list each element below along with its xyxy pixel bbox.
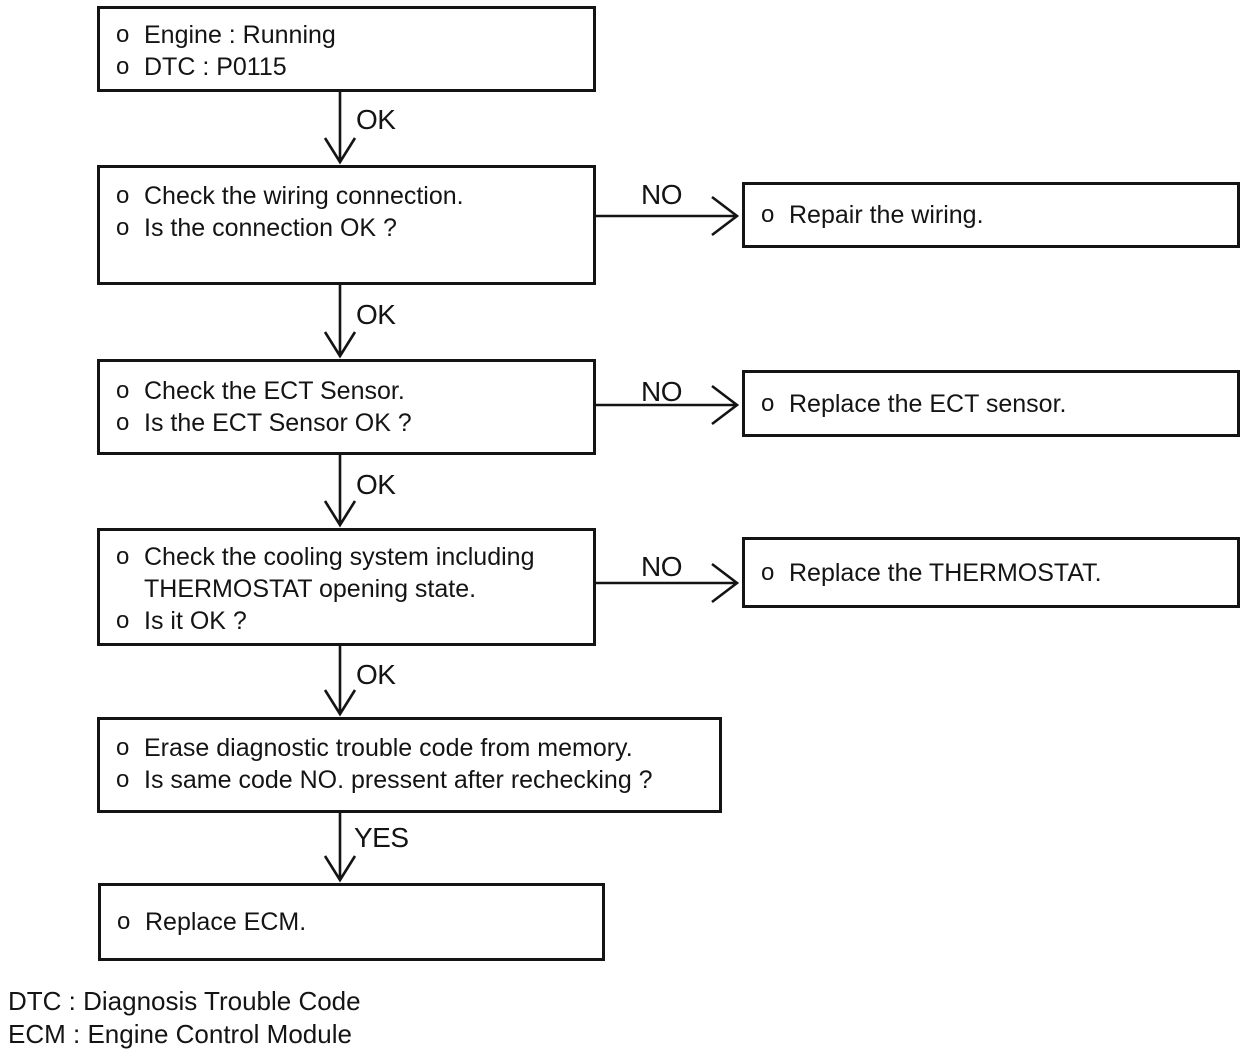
- node-line: o Engine : Running: [116, 19, 585, 51]
- node-line-text: Is same code NO. pressent after rechecki…: [144, 766, 653, 794]
- flow-node-check-cooling: o Check the cooling system including THE…: [97, 528, 596, 646]
- flow-node-start: o Engine : Running o DTC : P0115: [97, 6, 596, 92]
- bullet-marker: o: [116, 543, 130, 570]
- flow-node-check-wiring: o Check the wiring connection. o Is the …: [97, 165, 596, 285]
- node-line-text: Check the wiring connection.: [144, 182, 464, 210]
- edge-label-no: NO: [641, 551, 683, 582]
- flow-node-replace-ect-sensor: o Replace the ECT sensor.: [742, 370, 1240, 437]
- arrow-check-wiring-to-repair-wiring: [596, 195, 740, 237]
- node-line: o Check the cooling system including: [116, 541, 585, 573]
- arrow-check-ect-to-replace-ect: [596, 384, 740, 426]
- node-line: o Is the ECT Sensor OK ?: [116, 407, 585, 439]
- node-line-text: Check the cooling system including: [144, 543, 535, 571]
- bullet-marker: o: [116, 377, 130, 404]
- node-line: o Is it OK ?: [116, 605, 585, 637]
- bullet-marker: o: [116, 214, 130, 241]
- abbreviation-legend: DTC : Diagnosis Trouble Code ECM : Engin…: [8, 985, 361, 1051]
- node-line-text: Is it OK ?: [144, 607, 247, 635]
- bullet-marker: o: [116, 182, 130, 209]
- arrow-check-cooling-to-erase-dtc: [323, 646, 357, 717]
- node-line-text: DTC : P0115: [144, 53, 287, 81]
- arrow-check-wiring-to-check-ect: [323, 285, 357, 359]
- node-line: o Check the ECT Sensor.: [116, 375, 585, 407]
- edge-label-ok: OK: [356, 299, 396, 330]
- flow-node-replace-thermostat: o Replace the THERMOSTAT.: [742, 537, 1240, 608]
- node-line-text: Erase diagnostic trouble code from memor…: [144, 734, 633, 762]
- node-line: o Repair the wiring.: [761, 199, 1229, 231]
- bullet-marker: o: [761, 389, 775, 417]
- flow-node-erase-dtc: o Erase diagnostic trouble code from mem…: [97, 717, 722, 813]
- bullet-marker: o: [116, 766, 130, 793]
- legend-line-ecm: ECM : Engine Control Module: [8, 1019, 352, 1049]
- node-line-text: Check the ECT Sensor.: [144, 377, 405, 405]
- arrow-start-to-check-wiring: [323, 92, 357, 165]
- node-line-text: Repair the wiring.: [789, 201, 984, 229]
- node-line-text: Is the connection OK ?: [144, 214, 397, 242]
- node-line: o Is the connection OK ?: [116, 212, 585, 244]
- edge-label-ok: OK: [356, 469, 396, 500]
- node-line: THERMOSTAT opening state.: [116, 573, 585, 605]
- edge-label-no: NO: [641, 376, 683, 407]
- node-line-text: Engine : Running: [144, 21, 336, 49]
- node-line: o Is same code NO. pressent after rechec…: [116, 764, 711, 796]
- node-line-text: Replace ECM.: [145, 908, 307, 936]
- edge-label-yes: YES: [354, 822, 409, 853]
- node-line: o DTC : P0115: [116, 51, 585, 83]
- bullet-marker: o: [116, 409, 130, 436]
- node-line-text: Replace the THERMOSTAT.: [789, 558, 1102, 587]
- node-line: o Erase diagnostic trouble code from mem…: [116, 732, 711, 764]
- flow-node-repair-wiring: o Repair the wiring.: [742, 182, 1240, 248]
- bullet-marker: o: [116, 53, 130, 80]
- bullet-marker: o: [117, 908, 131, 935]
- edge-label-ok: OK: [356, 104, 396, 135]
- node-line-text: THERMOSTAT opening state.: [144, 575, 477, 603]
- arrow-check-cooling-to-replace-thermostat: [596, 562, 740, 604]
- edge-label-no: NO: [641, 179, 683, 210]
- flow-node-replace-ecm: o Replace ECM.: [98, 883, 605, 961]
- arrow-erase-dtc-to-replace-ecm: [323, 813, 357, 883]
- node-line: o Replace ECM.: [117, 906, 594, 938]
- bullet-marker: o: [116, 21, 130, 48]
- node-line: o Replace the THERMOSTAT.: [761, 557, 1229, 589]
- bullet-marker: o: [761, 201, 775, 228]
- bullet-marker: o: [761, 558, 775, 586]
- node-line: o Replace the ECT sensor.: [761, 388, 1229, 420]
- bullet-marker: [116, 573, 144, 605]
- arrow-check-ect-to-check-cooling: [323, 455, 357, 528]
- edge-label-ok: OK: [356, 659, 396, 690]
- bullet-marker: o: [116, 607, 130, 634]
- node-line-text: Replace the ECT sensor.: [789, 389, 1067, 418]
- node-line-text: Is the ECT Sensor OK ?: [144, 409, 412, 437]
- node-line: o Check the wiring connection.: [116, 180, 585, 212]
- bullet-marker: o: [116, 734, 130, 761]
- legend-line-dtc: DTC : Diagnosis Trouble Code: [8, 986, 361, 1016]
- flow-node-check-ect-sensor: o Check the ECT Sensor. o Is the ECT Sen…: [97, 359, 596, 455]
